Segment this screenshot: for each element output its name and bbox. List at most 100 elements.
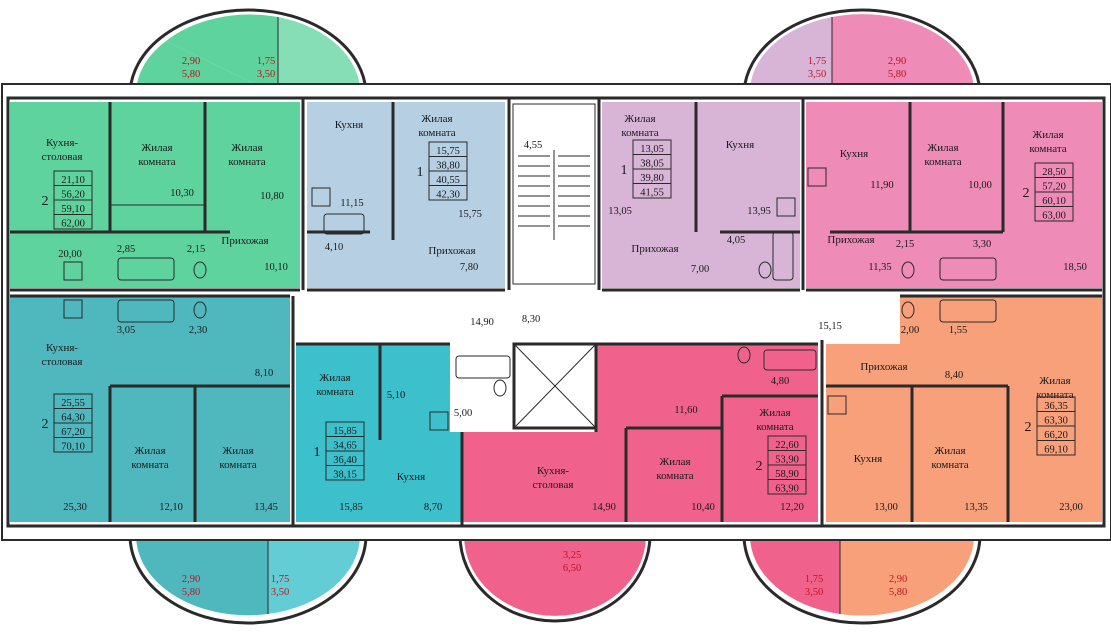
toilet-icon bbox=[901, 261, 915, 279]
walls bbox=[6, 96, 1106, 528]
bathtub-icon bbox=[455, 355, 511, 379]
room-area-label: 15,15 bbox=[818, 321, 842, 332]
room-area-label: 2,15 bbox=[187, 244, 205, 255]
apartment-area-value: 40,55 bbox=[436, 175, 460, 186]
room-area-label: 11,60 bbox=[674, 405, 697, 416]
room-area-label: 4,80 bbox=[771, 376, 789, 387]
staircase bbox=[518, 155, 590, 227]
apartment-area-value: 63,00 bbox=[1042, 211, 1066, 222]
apartment-area-value: 41,55 bbox=[640, 188, 664, 199]
room-area-label: 4,10 bbox=[325, 242, 343, 253]
apartment-area-value: 36,40 bbox=[333, 455, 357, 466]
balcony-area-label: 2,90 bbox=[888, 56, 906, 67]
balcony-labels: 2,905,801,753,501,753,502,905,802,905,80… bbox=[182, 56, 907, 598]
apartment-area-value: 39,80 bbox=[640, 173, 664, 184]
apartment-area-value: 66,20 bbox=[1044, 430, 1068, 441]
stove-icon bbox=[776, 197, 796, 217]
apartment-area-value: 28,50 bbox=[1042, 167, 1066, 178]
toilet-icon bbox=[193, 261, 207, 279]
balcony-area-label: 5,80 bbox=[888, 69, 906, 80]
balcony-area-label: 5,80 bbox=[889, 587, 907, 598]
balcony-area-label: 5,80 bbox=[182, 587, 200, 598]
apartment-fills bbox=[10, 102, 1102, 522]
stove-icon bbox=[807, 167, 827, 187]
apartment-area-value: 15,75 bbox=[436, 146, 460, 157]
room-area-label: 14,90 bbox=[592, 502, 616, 513]
apartment-area-value: 42,30 bbox=[436, 190, 460, 201]
apartment-a1 bbox=[10, 102, 300, 288]
room-area-label: 13,00 bbox=[874, 502, 898, 513]
room-area-label: 13,95 bbox=[747, 206, 771, 217]
balcony-area-label: 1,75 bbox=[257, 56, 275, 67]
room-area-label: 2,85 bbox=[117, 244, 135, 255]
room-area-label: 4,55 bbox=[524, 140, 542, 151]
stove-icon bbox=[429, 411, 449, 431]
room-area-label: 2,00 bbox=[901, 325, 919, 336]
room-area-label: 1,55 bbox=[949, 325, 967, 336]
toilet-icon bbox=[758, 261, 772, 279]
bathtub-icon bbox=[763, 349, 817, 371]
apartment-room-count: 2 bbox=[1025, 420, 1032, 435]
bathtub-icon bbox=[117, 257, 175, 281]
balcony-area-label: 1,75 bbox=[805, 574, 823, 585]
balconies-top bbox=[128, 8, 982, 90]
bathtub-icon bbox=[939, 299, 997, 323]
bathtub-icon bbox=[117, 299, 175, 323]
room-label: Кухня-столовая bbox=[42, 137, 83, 163]
room-area-label: 7,80 bbox=[460, 262, 478, 273]
room-area-label: 11,35 bbox=[868, 262, 891, 273]
apartment-area-value: 63,30 bbox=[1044, 416, 1068, 427]
room-area-label: 10,10 bbox=[264, 262, 288, 273]
room-area-label: 25,30 bbox=[63, 502, 87, 513]
room-area-label: 10,00 bbox=[968, 180, 992, 191]
room-label: Кухня bbox=[335, 119, 363, 131]
apartment-area-value: 38,80 bbox=[436, 161, 460, 172]
balcony-area-label: 2,90 bbox=[182, 56, 200, 67]
apartment-area-value: 22,60 bbox=[775, 440, 799, 451]
room-area-label: 10,80 bbox=[260, 191, 284, 202]
balcony-area-label: 5,80 bbox=[182, 69, 200, 80]
room-area-label: 2,30 bbox=[189, 325, 207, 336]
apartment-area-value: 21,10 bbox=[61, 175, 85, 186]
bathtub-icon bbox=[323, 213, 365, 235]
apartment-room-count: 1 bbox=[314, 445, 321, 460]
room-area-label: 4,05 bbox=[727, 235, 745, 246]
balcony-area-label: 6,50 bbox=[563, 563, 581, 574]
apartment-area-value: 67,20 bbox=[61, 427, 85, 438]
apartment-area-value: 38,05 bbox=[640, 159, 664, 170]
apartment-a5 bbox=[10, 296, 290, 522]
bath-fixtures bbox=[63, 167, 997, 431]
apartment-area-value: 58,90 bbox=[775, 469, 799, 480]
room-label: Кухня bbox=[726, 139, 754, 151]
balcony-area-label: 1,75 bbox=[271, 574, 289, 585]
room-label: Прихожая bbox=[827, 234, 874, 246]
room-area-label: 10,40 bbox=[691, 502, 715, 513]
room-area-label: 11,15 bbox=[340, 198, 363, 209]
room-area-label: 3,05 bbox=[117, 325, 135, 336]
apartment-area-value: 70,10 bbox=[61, 442, 85, 453]
room-area-label: 10,30 bbox=[170, 188, 194, 199]
toilet-icon bbox=[737, 346, 751, 364]
balcony-area-label: 1,75 bbox=[808, 56, 826, 67]
apartment-area-value: 64,30 bbox=[61, 413, 85, 424]
stove-icon bbox=[63, 261, 83, 281]
room-area-label: 12,10 bbox=[159, 502, 183, 513]
apartment-area-value: 60,10 bbox=[1042, 196, 1066, 207]
